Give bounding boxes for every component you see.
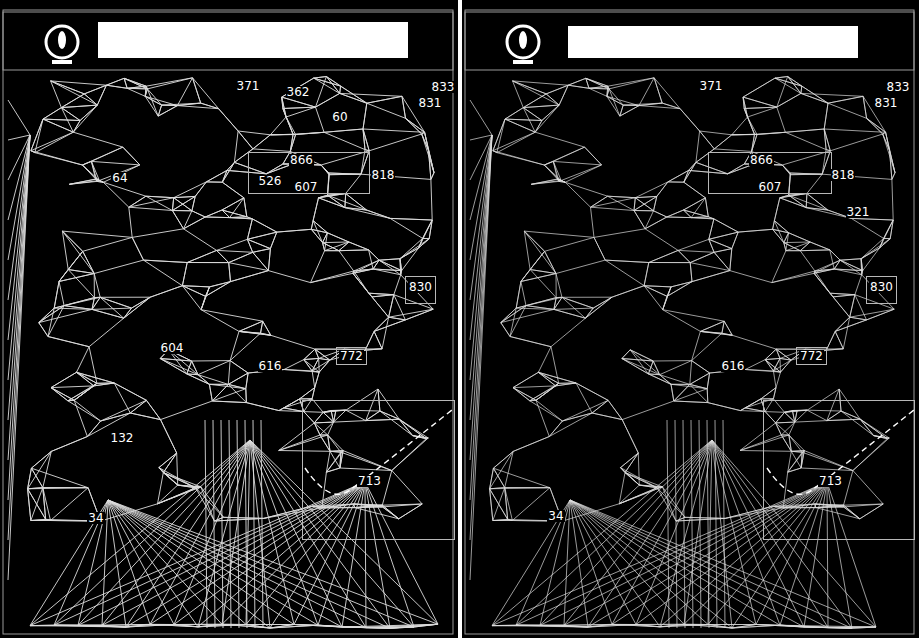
component-box: 830 [405, 276, 436, 304]
callout-number: 831 [418, 97, 443, 109]
panel-frame [465, 10, 914, 634]
logo-emblem [46, 26, 78, 58]
callout-number: 616 [721, 360, 746, 372]
logo-emblem [519, 31, 527, 49]
callout-number: 818 [831, 169, 856, 181]
logo-emblem [58, 31, 66, 49]
panel-frame [3, 10, 453, 634]
component-number: 772 [799, 350, 824, 362]
component-box: 772 [796, 347, 827, 365]
component-number: 713 [357, 475, 382, 487]
callout-number: 64 [111, 172, 128, 184]
component-box: 772 [336, 347, 367, 365]
callout-number: 60 [331, 111, 348, 123]
component-number: 830 [869, 281, 894, 293]
dashed-curve [305, 410, 452, 494]
component-box: 713 [763, 400, 915, 540]
title-banner [98, 22, 408, 58]
callout-number: 833 [431, 81, 456, 93]
callout-number: 616 [258, 360, 283, 372]
callout-number: 34 [87, 512, 104, 524]
logo-emblem [507, 26, 539, 58]
component-number: 866 [289, 154, 314, 166]
mesh-lines [8, 77, 438, 629]
component-number: 772 [339, 350, 364, 362]
callout-number: 132 [110, 432, 135, 444]
panel-ground [0, 0, 458, 638]
callout-number: 607 [294, 181, 319, 193]
mesh-lines [470, 77, 895, 629]
dashed-curve [767, 410, 914, 494]
logo-emblem [52, 60, 72, 64]
callout-number: 604 [160, 342, 185, 354]
title-banner [568, 26, 858, 58]
callout-number: 362 [286, 86, 311, 98]
logo-emblem [513, 60, 533, 64]
header-box [465, 12, 914, 70]
callout-number: 833 [886, 81, 911, 93]
callout-number: 831 [874, 97, 899, 109]
callout-number: 371 [236, 80, 261, 92]
callout-number: 607 [758, 181, 783, 193]
callout-number: 321 [846, 206, 871, 218]
callout-number: 526 [258, 175, 283, 187]
callout-number: 818 [371, 169, 396, 181]
component-box: 713 [302, 400, 455, 540]
component-number: 830 [408, 281, 433, 293]
callout-number: 34 [547, 510, 564, 522]
component-number: 713 [818, 475, 843, 487]
header-box [3, 12, 453, 70]
panel-ground [462, 0, 919, 638]
component-box: 830 [866, 276, 897, 304]
component-number: 866 [749, 154, 774, 166]
callout-number: 371 [699, 80, 724, 92]
